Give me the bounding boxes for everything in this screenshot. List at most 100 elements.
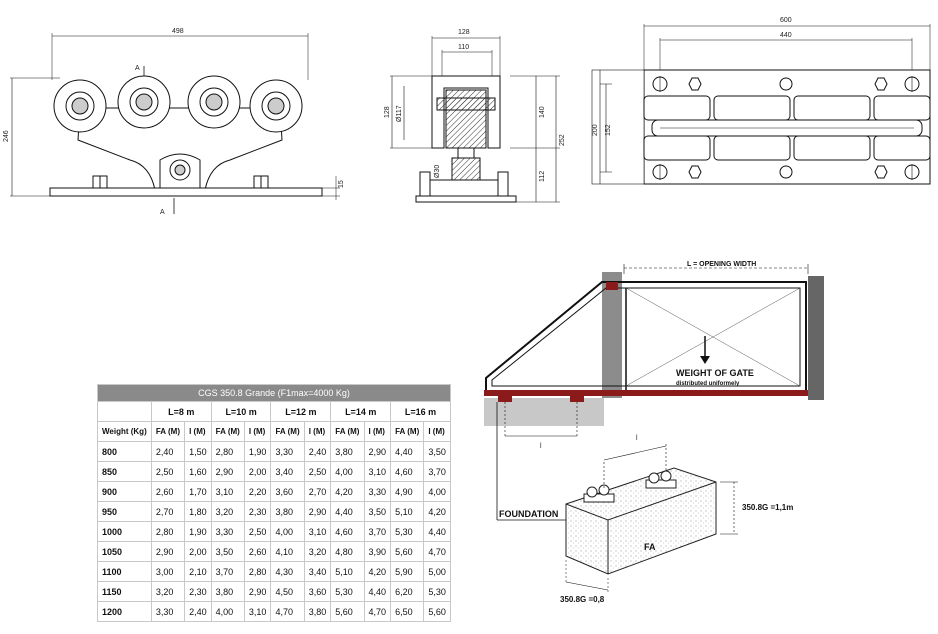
top-view — [591, 24, 931, 185]
fa-header: FA (M) — [270, 421, 305, 442]
value-cell: 2,00 — [243, 461, 272, 482]
foundation-label: FOUNDATION — [499, 509, 558, 519]
value-cell: 1,90 — [243, 441, 272, 462]
weight-cell: 1000 — [97, 521, 152, 542]
value-cell: 4,00 — [210, 601, 245, 622]
value-cell: 4,70 — [270, 601, 305, 622]
value-cell: 3,80 — [303, 601, 332, 622]
value-cell: 2,70 — [150, 501, 186, 522]
value-cell: 2,40 — [150, 441, 186, 462]
value-cell: 3,00 — [150, 561, 186, 582]
value-cell: 5,60 — [330, 601, 365, 622]
wheel-2 — [117, 75, 171, 129]
value-cell: 6,50 — [390, 601, 425, 622]
side-h3-label: 252 — [559, 134, 566, 146]
value-cell: 2,60 — [150, 481, 186, 502]
value-cell: 5,10 — [390, 501, 425, 522]
value-cell: 2,90 — [363, 441, 392, 462]
value-cell: 3,60 — [270, 481, 305, 502]
gate-l-label: l — [540, 443, 542, 450]
side-view — [390, 36, 560, 203]
side-dia-label: Ø117 — [396, 105, 403, 122]
top-inner-label: 440 — [780, 32, 792, 39]
value-cell: 3,30 — [270, 441, 305, 462]
weight-cell: 850 — [97, 461, 152, 482]
i-header: I (M) — [423, 421, 451, 442]
value-cell: 5,60 — [390, 541, 425, 562]
value-cell: 1,50 — [184, 441, 212, 462]
value-cell: 3,30 — [363, 481, 392, 502]
value-cell: 2,30 — [184, 581, 212, 602]
value-cell: 2,10 — [184, 561, 212, 582]
value-cell: 3,10 — [210, 481, 245, 502]
value-cell: 2,90 — [303, 501, 332, 522]
side-pin-label: Ø30 — [434, 165, 441, 178]
value-cell: 3,70 — [210, 561, 245, 582]
value-cell: 1,70 — [184, 481, 212, 502]
foundation-l-label: l — [636, 435, 638, 442]
weight-cell: 1050 — [97, 541, 152, 562]
length-header: L=12 m — [270, 401, 332, 422]
value-cell: 5,30 — [390, 521, 425, 542]
value-cell: 5,90 — [390, 561, 425, 582]
value-cell: 3,80 — [330, 441, 365, 462]
value-cell: 1,80 — [184, 501, 212, 522]
i-header: I (M) — [243, 421, 272, 442]
fa-header: FA (M) — [210, 421, 245, 442]
value-cell: 3,10 — [243, 601, 272, 622]
top-outer-label: 600 — [780, 17, 792, 24]
value-cell: 3,60 — [303, 581, 332, 602]
foundation-depth-label: 350.8G =1,1m — [742, 503, 793, 512]
weight-of-gate-label: WEIGHT OF GATE — [676, 368, 754, 378]
value-cell: 3,20 — [150, 581, 186, 602]
wheel-4 — [249, 79, 303, 133]
wheel-3 — [187, 75, 241, 129]
value-cell: 2,80 — [210, 441, 245, 462]
value-cell: 4,60 — [330, 521, 365, 542]
load-table: CGS 350.8 Grande (F1max=4000 Kg) L=8 m L… — [97, 384, 451, 622]
length-header: L=14 m — [330, 401, 392, 422]
value-cell: 2,60 — [243, 541, 272, 562]
weight-cell: 900 — [97, 481, 152, 502]
value-cell: 2,50 — [243, 521, 272, 542]
value-cell: 3,20 — [210, 501, 245, 522]
value-cell: 4,30 — [270, 561, 305, 582]
value-cell: 3,90 — [363, 541, 392, 562]
i-header: I (M) — [363, 421, 392, 442]
value-cell: 4,00 — [330, 461, 365, 482]
weight-cell: 950 — [97, 501, 152, 522]
value-cell: 4,40 — [363, 581, 392, 602]
value-cell: 3,30 — [150, 601, 186, 622]
value-cell: 6,20 — [390, 581, 425, 602]
top-h2-label: 152 — [605, 124, 612, 136]
value-cell: 3,50 — [363, 501, 392, 522]
weight-cell: 800 — [97, 441, 152, 462]
value-cell: 2,50 — [150, 461, 186, 482]
front-width-label: 498 — [172, 28, 184, 35]
fa-label: FA — [644, 542, 656, 552]
value-cell: 2,70 — [303, 481, 332, 502]
side-inner-label: 110 — [458, 44, 469, 51]
value-cell: 4,90 — [390, 481, 425, 502]
value-cell: 4,40 — [423, 521, 451, 542]
value-cell: 2,40 — [303, 441, 332, 462]
value-cell: 4,50 — [270, 581, 305, 602]
value-cell: 4,00 — [423, 481, 451, 502]
value-cell: 3,50 — [210, 541, 245, 562]
length-header-row: L=8 m L=10 m L=12 m L=14 m L=16 m — [97, 401, 451, 422]
column-header-row: Weight (Kg) FA (M)I (M) FA (M)I (M) FA (… — [97, 421, 451, 442]
value-cell: 4,80 — [330, 541, 365, 562]
foundation-width-label: 350.8G =0,8 — [560, 595, 605, 604]
table-caption: CGS 350.8 Grande (F1max=4000 Kg) — [97, 384, 451, 402]
value-cell: 5,60 — [423, 601, 451, 622]
length-header: L=8 m — [150, 401, 212, 422]
value-cell: 3,40 — [303, 561, 332, 582]
